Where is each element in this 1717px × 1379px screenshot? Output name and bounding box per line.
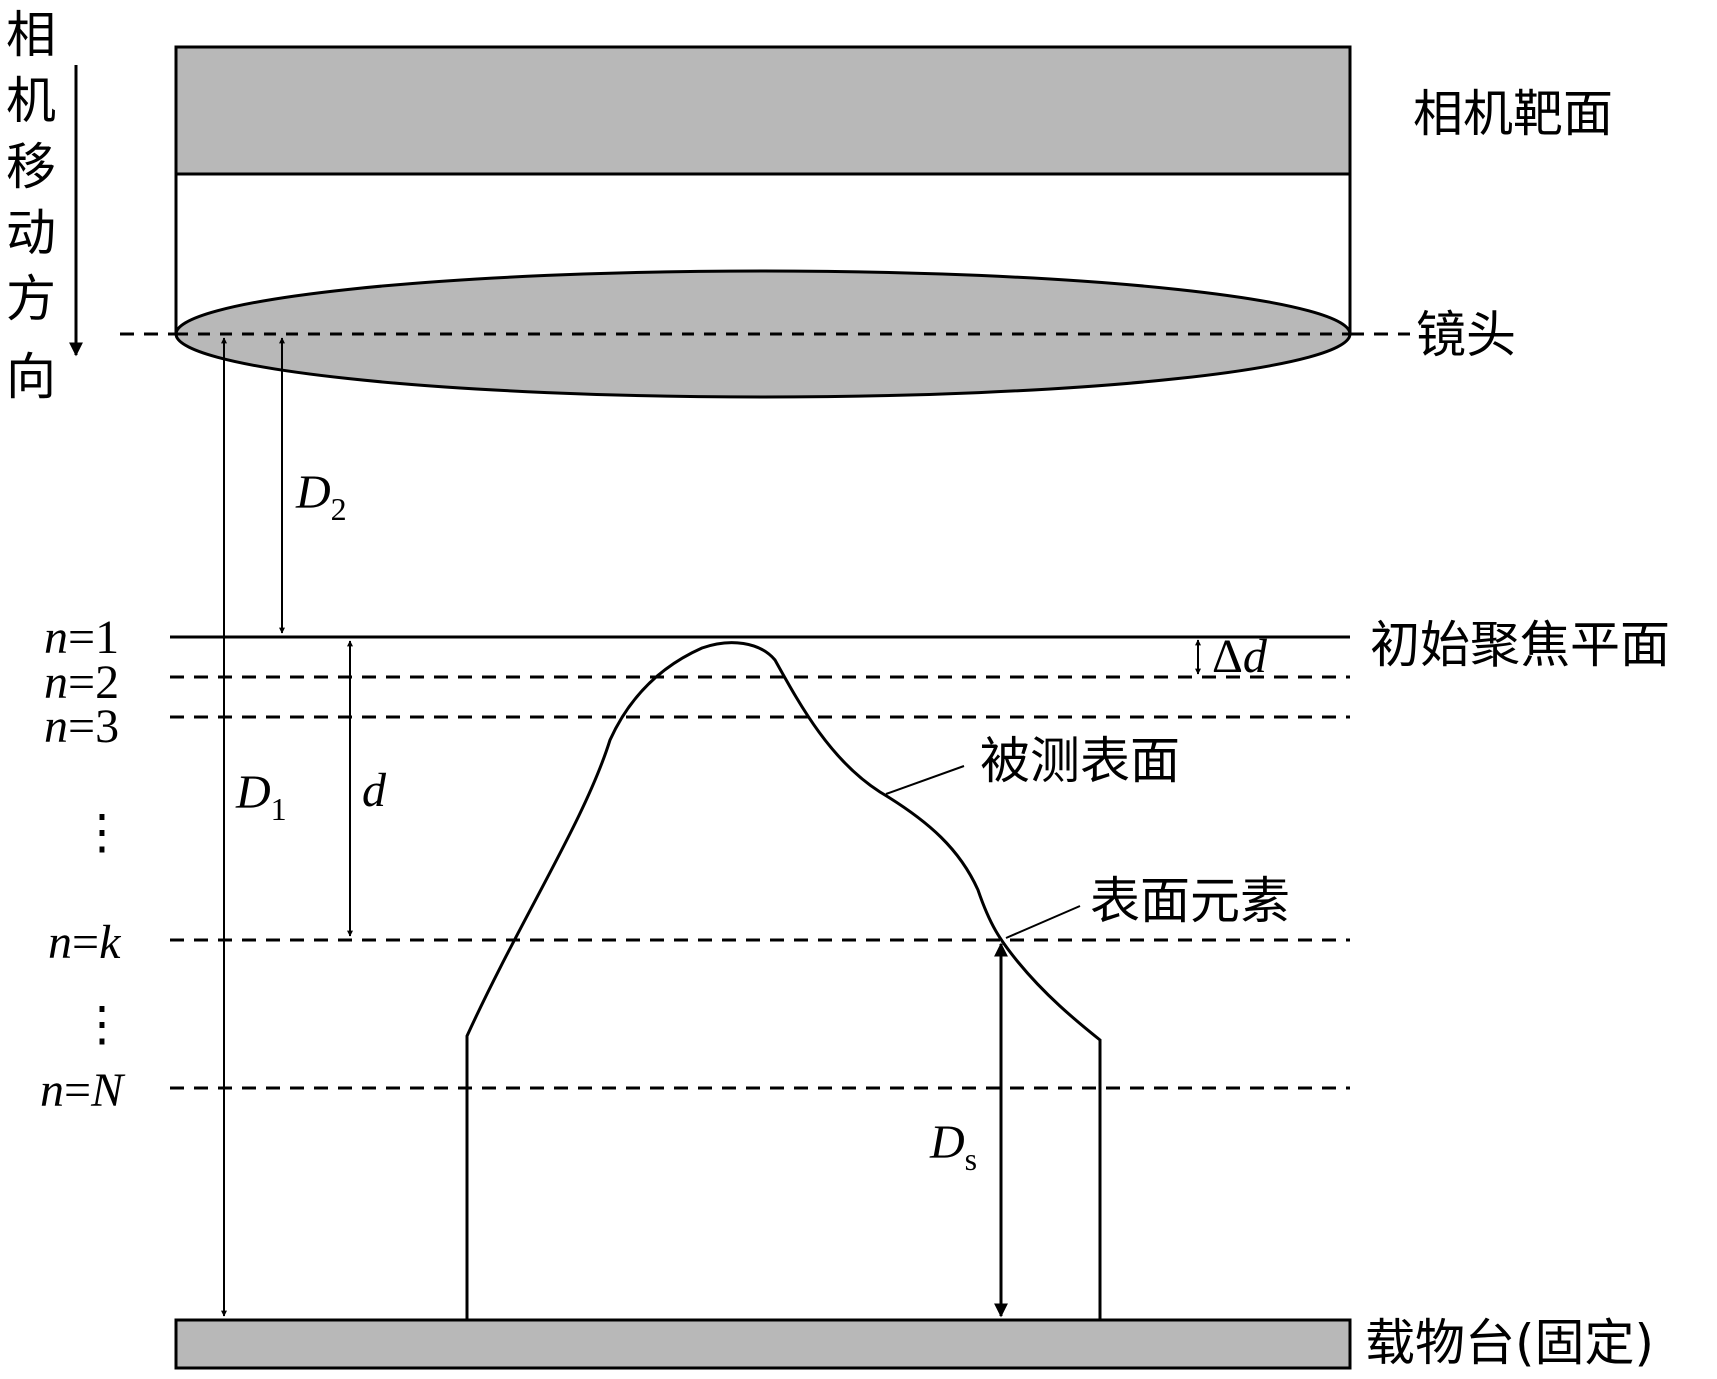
level-labels: n=1 n=2 n=3 ⋮ n=k ⋮ n=N (40, 611, 126, 1117)
surface-element-label: 表面元素 (1090, 872, 1290, 930)
camera-target-label: 相机靶面 (1413, 85, 1613, 143)
camera-direction-char: 方 (6, 270, 56, 328)
measured-surface-label: 被测表面 (980, 732, 1180, 790)
lens-label: 镜头 (1416, 306, 1516, 364)
level-label-n3: n=3 (44, 700, 119, 753)
level-label-nk: n=k (48, 916, 122, 969)
D2-label: D2 (295, 466, 347, 527)
camera-direction-label: 相 机 移 动 方 向 (6, 6, 56, 406)
vertical-ellipsis: ⋮ (78, 998, 126, 1051)
stage-label: 载物台(固定) (1365, 1314, 1654, 1372)
camera-target-plane (174, 45, 1352, 176)
vertical-ellipsis: ⋮ (78, 806, 126, 859)
measured-surface-leader (885, 765, 965, 795)
delta-d-label: Δd (1212, 630, 1268, 683)
D1-label: D1 (235, 766, 287, 827)
Ds-label: Ds (929, 1116, 977, 1177)
camera-direction-char: 向 (6, 348, 56, 406)
camera-direction-char: 动 (6, 204, 56, 262)
surface-element-leader (1005, 905, 1081, 939)
camera-direction-char: 机 (6, 72, 56, 130)
camera-direction-char: 相 (6, 6, 56, 64)
stage (174, 1318, 1352, 1370)
d-label: d (362, 764, 387, 817)
level-label-nN: n=N (40, 1064, 126, 1117)
level-label-n2: n=2 (44, 656, 119, 709)
initial-focal-plane-label: 初始聚焦平面 (1370, 616, 1670, 674)
level-label-n1: n=1 (44, 611, 119, 664)
camera-direction-char: 移 (6, 138, 56, 196)
